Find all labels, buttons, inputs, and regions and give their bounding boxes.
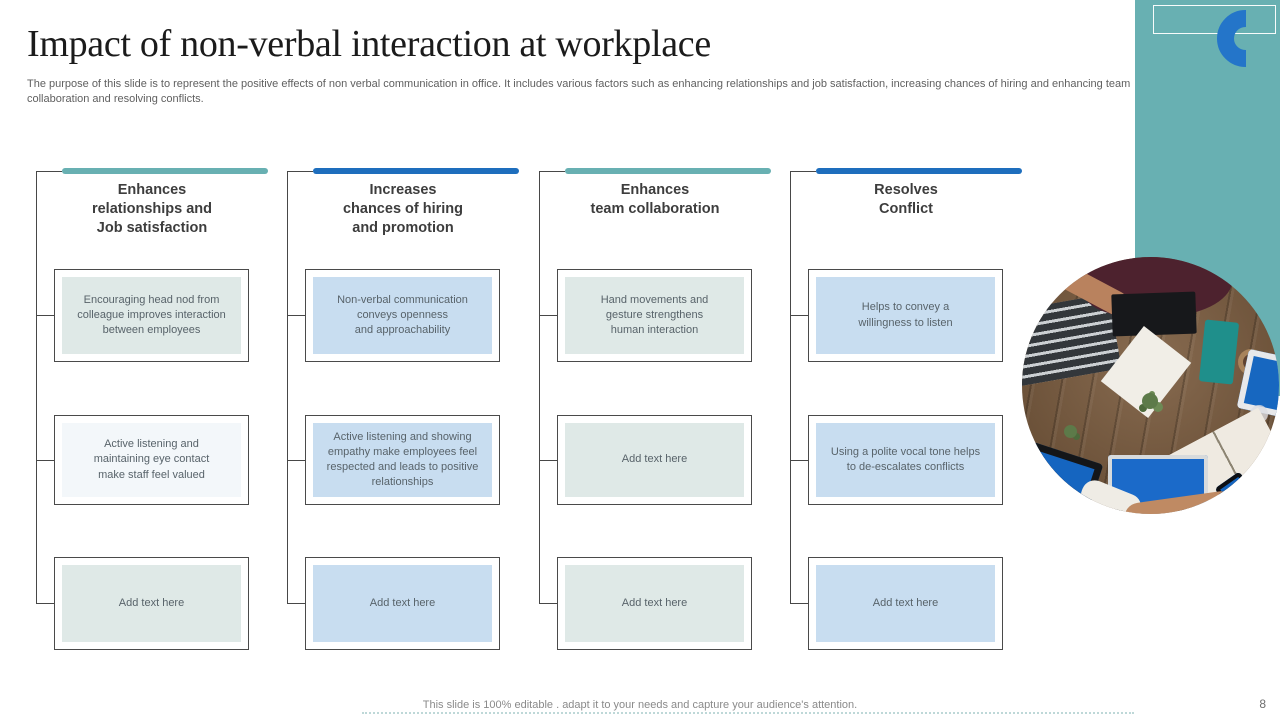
text-box[interactable]: Helps to convey a willingness to listen [808, 269, 1003, 362]
text-box-content: Add text here [313, 565, 492, 642]
footer-divider [362, 712, 1134, 714]
team-workspace-photo [1022, 257, 1279, 514]
connector-line [540, 603, 557, 604]
laptop-shape [1111, 291, 1197, 337]
text-box-content: Using a polite vocal tone helps to de-es… [816, 423, 995, 497]
connector-line [790, 171, 816, 172]
text-box[interactable]: Non-verbal communication conveys opennes… [305, 269, 500, 362]
connector-line [36, 171, 62, 172]
text-box[interactable]: Hand movements and gesture strengthens h… [557, 269, 752, 362]
placeholder-text-box[interactable]: Add text here [557, 557, 752, 650]
column-title: Increases chances of hiring and promotio… [342, 182, 464, 236]
page-number: 8 [1259, 697, 1266, 711]
placeholder-text-box[interactable]: Add text here [557, 415, 752, 505]
connector-line [790, 171, 791, 604]
text-box-content: Active listening and maintaining eye con… [62, 423, 241, 497]
text-box[interactable]: Active listening and showing empathy mak… [305, 415, 500, 505]
connector-line [288, 460, 305, 461]
text-box-content: Add text here [565, 423, 744, 497]
text-box-content: Encouraging head nod from colleague impr… [62, 277, 241, 354]
notebook-shape [1198, 319, 1240, 385]
logo-frame [1153, 5, 1276, 34]
slide-description: The purpose of this slide is to represen… [27, 78, 1131, 105]
text-box-content: Active listening and showing empathy mak… [313, 423, 492, 497]
placeholder-text-box[interactable]: Add text here [305, 557, 500, 650]
text-box-content: Add text here [816, 565, 995, 642]
column-increases-hiring: Increases chances of hiring and promotio… [287, 165, 519, 665]
connector-line [288, 315, 305, 316]
connector-line [288, 603, 305, 604]
column-team-collaboration: Enhances team collaboration Hand movemen… [539, 165, 771, 665]
connector-line [37, 315, 54, 316]
connector-line [37, 460, 54, 461]
connector-line [287, 171, 313, 172]
connector-line [287, 171, 288, 604]
column-accent-bar [62, 168, 268, 174]
connector-line [791, 460, 808, 461]
placeholder-text-box[interactable]: Add text here [808, 557, 1003, 650]
connector-line [37, 603, 54, 604]
column-accent-bar [313, 168, 519, 174]
column-title: Enhances relationships and Job satisfact… [91, 182, 213, 236]
column-title: Enhances team collaboration [590, 182, 720, 217]
footer-note: This slide is 100% editable . adapt it t… [422, 699, 858, 711]
text-box[interactable]: Encouraging head nod from colleague impr… [54, 269, 249, 362]
half-ring-icon [1217, 10, 1246, 67]
column-title: Resolves Conflict [874, 182, 938, 217]
connector-line [791, 315, 808, 316]
placeholder-text-box[interactable]: Add text here [54, 557, 249, 650]
logo-c-icon [1217, 10, 1246, 67]
text-box[interactable]: Active listening and maintaining eye con… [54, 415, 249, 505]
text-box-content: Add text here [62, 565, 241, 642]
connector-line [540, 460, 557, 461]
plant-shape [1064, 425, 1077, 438]
text-box-content: Non-verbal communication conveys opennes… [313, 277, 492, 354]
column-accent-bar [816, 168, 1022, 174]
text-box[interactable]: Using a polite vocal tone helps to de-es… [808, 415, 1003, 505]
plant-shape [1142, 393, 1158, 409]
connector-line [539, 171, 565, 172]
page-title: Impact of non-verbal interaction at work… [27, 23, 711, 65]
connector-line [791, 603, 808, 604]
text-box-content: Hand movements and gesture strengthens h… [565, 277, 744, 354]
connector-line [540, 315, 557, 316]
text-box-content: Add text here [565, 565, 744, 642]
column-enhances-relationships: Enhances relationships and Job satisfact… [36, 165, 268, 665]
text-box-content: Helps to convey a willingness to listen [816, 277, 995, 354]
connector-line [539, 171, 540, 604]
connector-line [36, 171, 37, 604]
column-resolves-conflict: Resolves Conflict Helps to convey a will… [790, 165, 1022, 665]
column-accent-bar [565, 168, 771, 174]
